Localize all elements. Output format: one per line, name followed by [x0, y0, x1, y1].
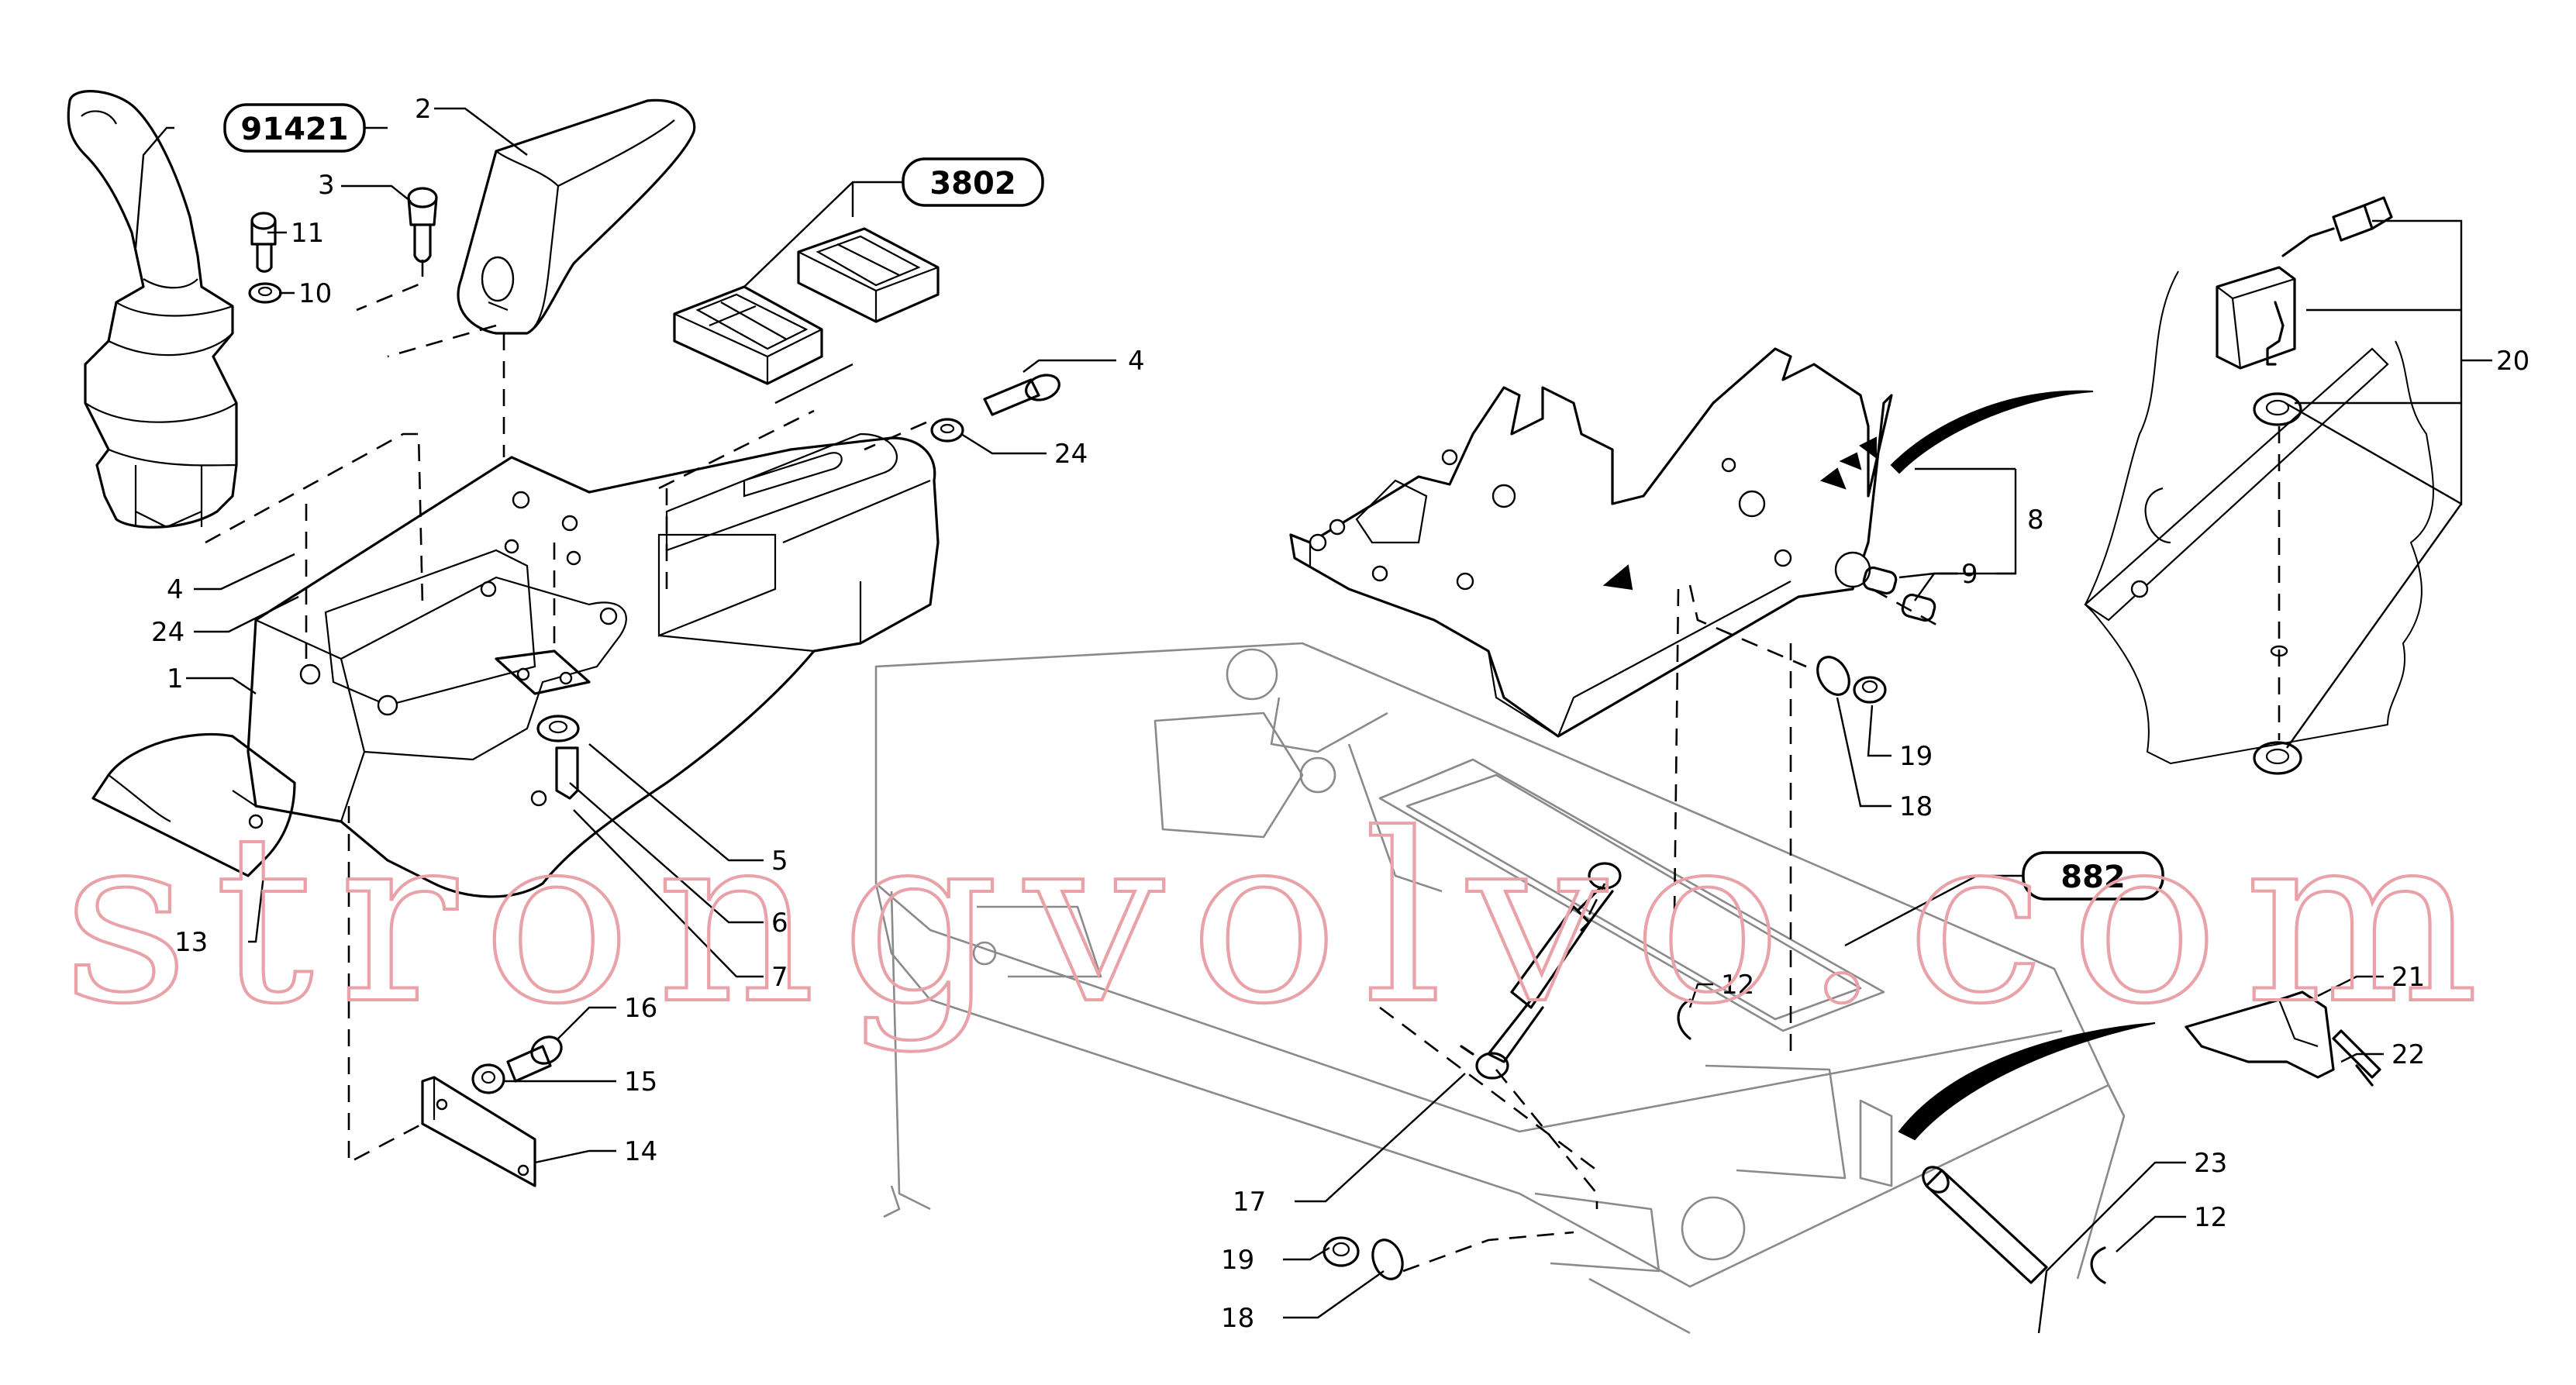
callout-18a: 18 — [1899, 791, 1933, 822]
callout-19b: 19 — [1221, 1245, 1254, 1276]
callout-3: 3 — [318, 170, 335, 201]
detail-switch-panel — [2084, 196, 2492, 775]
base-frame — [874, 642, 2126, 1335]
callout-6: 6 — [771, 908, 788, 939]
callout-12b: 12 — [2194, 1202, 2227, 1233]
clips-12 — [1677, 998, 2106, 1284]
callout-19a: 19 — [1899, 741, 1933, 772]
bolt-11 — [248, 212, 282, 304]
callout-14: 14 — [624, 1136, 657, 1167]
callout-5: 5 — [771, 846, 788, 877]
watermark: strongvolvo.com — [62, 784, 2504, 1055]
joystick — [67, 90, 238, 529]
callout-1: 1 — [167, 663, 184, 694]
callout-18b: 18 — [1221, 1303, 1254, 1334]
callout-13: 13 — [174, 927, 208, 958]
callout-22: 22 — [2392, 1039, 2425, 1070]
cover-13 — [91, 732, 296, 877]
callout-labels: 2 3 11 10 4 24 4 24 1 13 5 6 7 16 15 14 … — [151, 94, 2529, 1334]
callout-2: 2 — [415, 94, 432, 125]
gas-strut — [1460, 862, 1622, 1080]
arrow-upper — [1890, 390, 2094, 474]
callout-8: 8 — [2027, 505, 2044, 536]
callout-21: 21 — [2392, 962, 2425, 993]
washer-nut-lower — [1322, 1236, 1404, 1280]
callout-15: 15 — [624, 1066, 657, 1097]
screw-washer-5-6-7 — [536, 715, 580, 800]
callout-24b: 24 — [151, 617, 184, 648]
console-housing — [232, 432, 940, 898]
callout-10: 10 — [298, 278, 332, 309]
callout-9: 9 — [1961, 559, 1978, 590]
switch-panel-b — [797, 227, 940, 323]
callout-4a: 4 — [1128, 346, 1145, 377]
armrest-cover — [457, 98, 696, 335]
callout-24a: 24 — [1054, 439, 1088, 470]
callout-17: 17 — [1233, 1187, 1266, 1218]
ref-box-3802: 3802 — [902, 157, 1044, 207]
bracket-21 — [2185, 991, 2381, 1087]
ref-91421-label: 91421 — [240, 112, 348, 147]
callout-23: 23 — [2194, 1148, 2227, 1179]
arrow-lower — [1898, 1022, 2156, 1141]
callout-11: 11 — [291, 218, 324, 249]
ref-box-91421: 91421 — [223, 103, 366, 153]
switch-panel-a — [673, 285, 823, 385]
callout-7: 7 — [771, 962, 788, 993]
callout-12a: 12 — [1721, 970, 1754, 1001]
pin-23 — [1922, 1166, 2048, 1284]
ref-3802-label: 3802 — [929, 166, 1016, 202]
callout-20: 20 — [2496, 346, 2529, 377]
assembly-lines — [205, 260, 1943, 1273]
ref-box-882: 882 — [2022, 851, 2164, 901]
bolt-3 — [407, 187, 438, 264]
ref-882-label: 882 — [2060, 860, 2126, 895]
callout-4b: 4 — [167, 574, 184, 605]
bolt-4-right — [930, 374, 1060, 443]
washer-nut-upper — [1816, 656, 1887, 704]
seat-support-bracket — [1289, 347, 1893, 738]
callout-16: 16 — [624, 993, 657, 1024]
leader-lines — [134, 107, 2384, 1334]
